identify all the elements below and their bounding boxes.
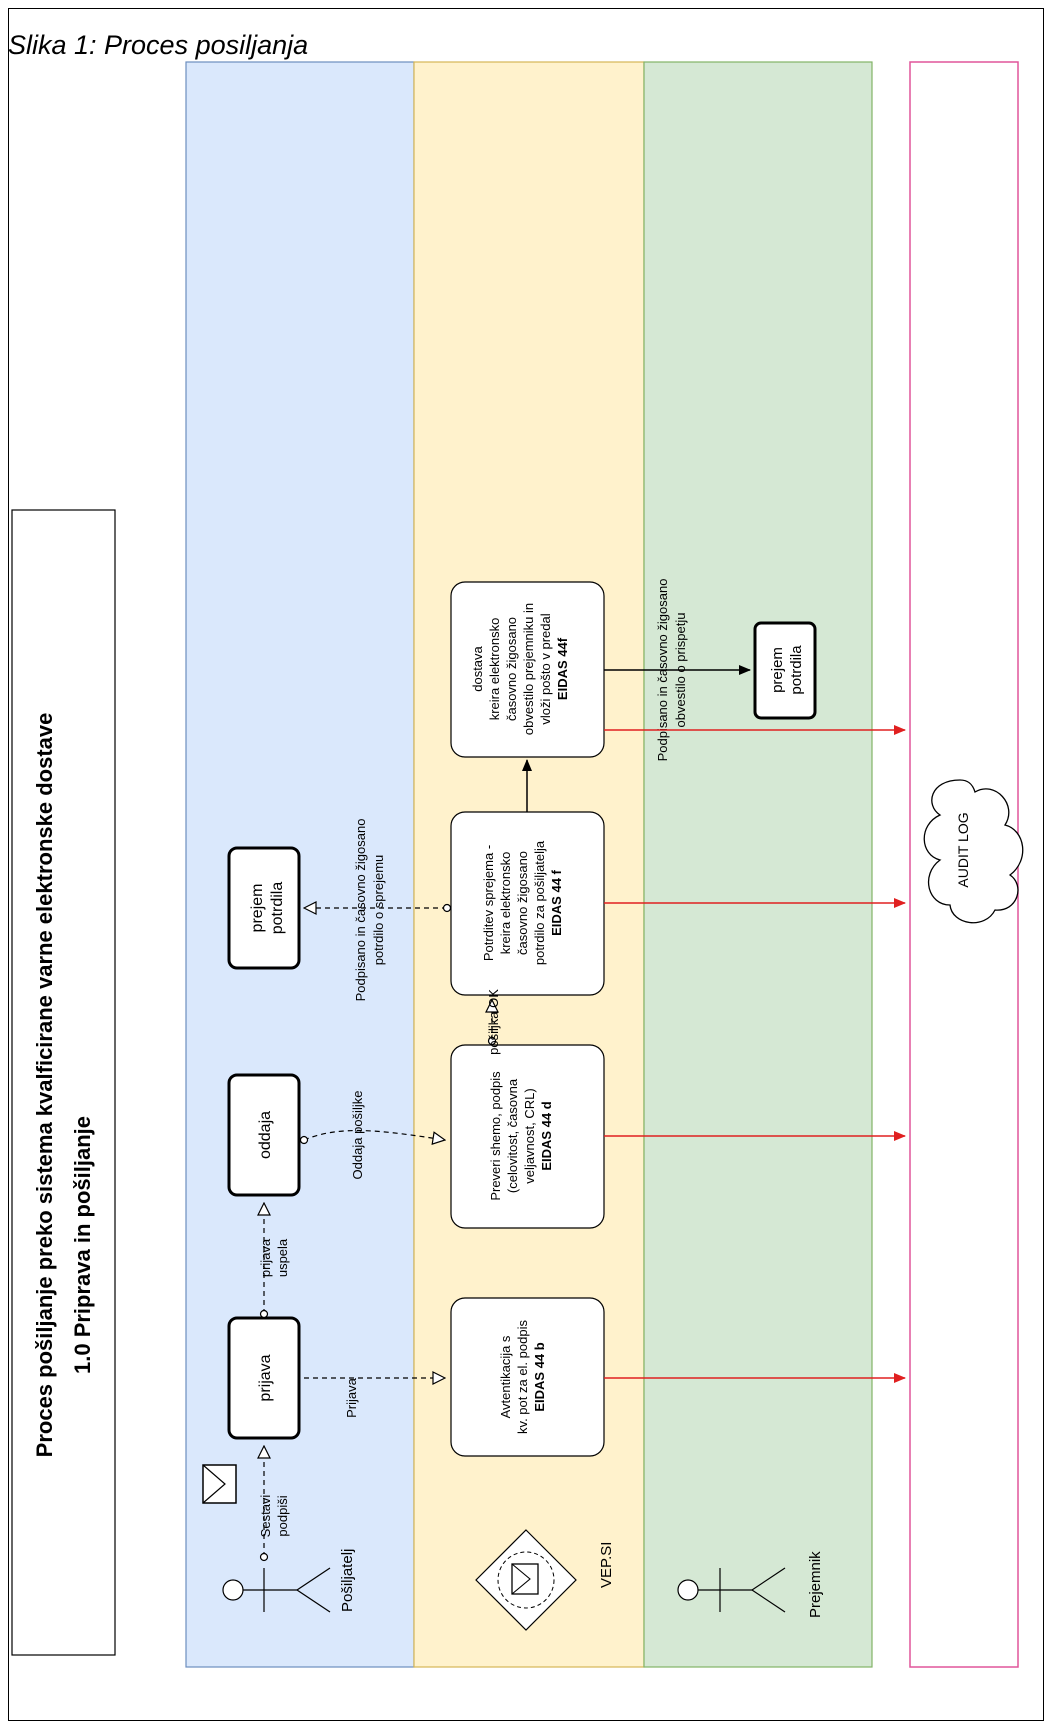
task-receiver-prejem-potrdila[interactable]: prejem potrdila [753,621,817,720]
flow-podpisano-sender-line1: Podpisano in časovno žigosano [353,819,368,1002]
lane-label-receiver: Prejemnik [807,1551,824,1618]
figure-caption: Slika 1: Proces posiljanja [8,30,309,60]
sender-prejem-line1: prejem [249,884,266,933]
delivery-line1: dostava [470,645,485,691]
confirm-line3: časovno žigosano [515,851,530,955]
auth-line1: Avtentikacija s [498,1335,513,1418]
flow-prijava: Prijava [304,1377,445,1418]
task-prijava[interactable]: prijava [227,1316,301,1440]
lane-label-sender: Pošiljatelj [339,1549,356,1612]
confirm-line4: potrdilo za pošiljatelja [532,840,547,965]
delivery-line3: časovno žigosano [504,617,519,721]
confirm-line5: EIDAS 44 f [549,869,564,935]
gateway-icon [475,1529,577,1631]
audit-log-label: AUDIT LOG [955,812,971,887]
title-line-2: 1.0 Priprava in pošiljanje [70,1116,95,1374]
flow-posiljka-ok: pošiljka OK [486,989,501,1055]
flow-oddaja-posiljke-label: Oddaja pošiljke [350,1091,365,1180]
envelope-icon [202,1464,237,1504]
flow-sestavi: Sestavi podpiši [258,1446,290,1557]
task-confirm[interactable]: Potrditev sprejema - kreira elektronsko … [450,811,605,996]
delivery-line4: obvestilo prejemniku in [521,603,536,735]
task-authentication[interactable]: Avtentikacija s kv. pot za el. podpis EI… [450,1297,605,1457]
task-oddaja-label: oddaja [257,1111,274,1159]
audit-arrows [604,725,906,1383]
flow-oddaja-posiljke: Oddaja pošiljke [304,1091,445,1180]
sender-prejem-line2: potrdila [269,882,286,935]
flow-obvestilo-prispetje: Podpisano in časovno žigosano obvestilo … [604,579,751,762]
flow-potrdilo-sprejem: Podpisano in časovno žigosano potrdilo o… [304,819,447,1002]
delivery-line2: kreira elektronsko [487,618,502,721]
figure-frame [8,8,1044,1721]
flow-prijava-label: Prijava [344,1377,359,1418]
verify-line2: (celovitost, časovna [505,1078,520,1193]
confirm-line1: Potrditev sprejema - [481,845,496,961]
task-verify[interactable]: Preveri shemo, podpis (celovitost, časov… [450,1044,605,1229]
verify-line4: EIDAS 44 d [539,1101,554,1170]
receiver-actor-icon [677,1567,786,1613]
flow-sestavi-line1: Sestavi [258,1495,273,1538]
confirm-line2: kreira elektronsko [498,852,513,955]
flow-podpisano-receiver-line1: Podpisano in časovno žigosano [655,579,670,762]
lane-label-vep: VEP.SI [598,1542,615,1588]
flow-prijava-uspela-line1: prijava [258,1238,273,1277]
flow-prijava-uspela: prijava uspela [258,1203,290,1314]
title-line-1: Proces pošiljanje preko sistema kvalfici… [32,713,57,1458]
flow-sestavi-line2: podpiši [275,1495,290,1536]
flow-posiljka-ok-label: pošiljka OK [486,989,501,1055]
auth-line3: EIDAS 44 b [532,1342,547,1411]
receiver-prejem-line2: potrdila [788,645,805,695]
receiver-prejem-line1: prejem [769,647,786,693]
audit-log-cloud: AUDIT LOG [923,779,1024,924]
task-oddaja[interactable]: oddaja [227,1073,301,1197]
delivery-line6: EIDAS 44f [555,637,570,700]
task-sender-prejem-potrdila[interactable]: prejem potrdila [227,846,301,970]
actor-icon [222,1567,331,1613]
verify-line1: Preveri shemo, podpis [488,1071,503,1201]
title-box [11,509,116,1656]
task-prijava-label: prijava [257,1354,274,1401]
flow-prijava-uspela-line2: uspela [275,1238,290,1277]
verify-line3: veljavnost, CRL) [522,1088,537,1183]
task-delivery[interactable]: dostava kreira elektronsko časovno žigos… [450,581,605,758]
lane-receiver [643,61,873,1668]
auth-line2: kv. pot za el. podpis [515,1320,530,1434]
flow-podpisano-receiver-line2: obvestilo o prispetju [673,613,688,728]
flow-podpisano-sender-line2: potrdilo o sprejemu [371,855,386,966]
delivery-line5: vloži pošto v predal [538,613,553,724]
